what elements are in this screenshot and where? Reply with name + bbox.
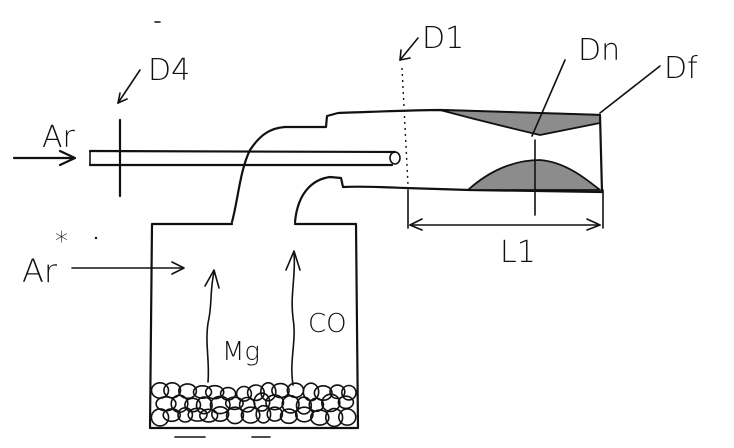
pellet [178,383,198,400]
pellet [309,409,330,426]
d1-plane [399,37,419,186]
label-d4: D4 [148,53,190,88]
dn-pointer [531,59,566,137]
label-ar-star: Ar [22,252,58,290]
l1-dimension [407,189,604,231]
pellet [192,384,213,399]
pellet [281,394,300,414]
d4-marker [117,69,141,198]
ar-inlet-arrow [12,149,77,167]
pellet [340,384,357,401]
pellet [279,408,298,425]
df-pointer [599,65,661,114]
pellet [255,404,272,424]
label-co: CO [308,309,347,339]
crucible [148,222,360,430]
ar-star-arrow [71,261,185,275]
pellet [294,406,314,423]
pellet [195,396,213,415]
pellet [177,406,194,423]
label-df: Df [664,51,698,86]
pellet [235,385,253,402]
pellet-bed [150,381,357,428]
pellet [265,394,285,411]
pellet [199,408,219,423]
mg-arrow [204,269,220,383]
pellet [211,405,230,422]
label-mg: Mg [222,337,260,367]
label-ar-inlet: Ar [42,120,76,155]
pellet [184,397,202,413]
pellet [162,408,181,423]
pellet [225,406,245,425]
label-d1: D1 [422,21,464,56]
nozzle-throat [439,109,601,216]
pellet [337,395,355,410]
label-ar-star-mark: * [55,227,68,257]
pellet [337,408,357,427]
pellet [150,408,170,427]
label-l1: L1 [500,235,536,270]
pellet [259,381,277,402]
pellet [253,392,271,412]
pellet [313,384,333,401]
co-arrow [285,250,301,386]
pellet [320,393,341,413]
pellet [224,396,244,411]
pellet [295,396,313,415]
pellet [209,395,231,415]
pellet [240,406,261,424]
pellet [266,406,284,422]
pellet [187,407,208,422]
stray-dot [94,236,98,240]
pellet [325,407,344,428]
label-dn: Dn [578,33,620,68]
inlet-tube [88,149,401,167]
pellet [329,384,346,400]
